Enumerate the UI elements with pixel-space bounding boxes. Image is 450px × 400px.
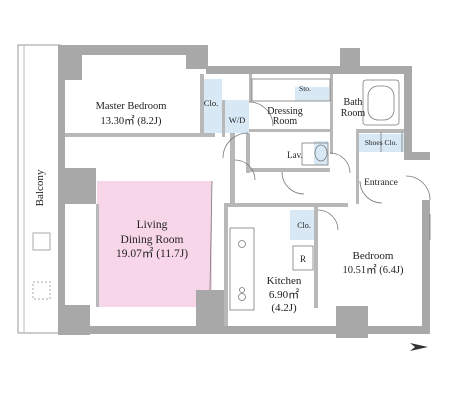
bedroom-name: Bedroom	[353, 250, 394, 262]
dressing-room-name-line2: Room	[273, 116, 298, 127]
master-bedroom-name: Master Bedroom	[96, 101, 167, 112]
entrance-name: Entrance	[364, 178, 398, 188]
kitchen-name: Kitchen	[267, 275, 302, 287]
living-room-area: 19.07㎡ (11.7J)	[116, 247, 188, 260]
shoes-closet-label: Shoes Clo.	[365, 138, 398, 147]
balcony-name: Balcony	[34, 169, 46, 206]
master-bedroom-area: 13.30㎡ (8.2J)	[101, 115, 162, 127]
bath-room-name-line1: Bath	[344, 97, 363, 108]
exterior-walls	[58, 45, 430, 338]
living-room-name-line2: Dining Room	[121, 234, 184, 246]
bedroom-area: 10.51㎡ (6.4J)	[343, 264, 404, 276]
north-arrow-icon	[410, 343, 428, 351]
washer-dryer-label: W/D	[229, 115, 246, 125]
storage-label: Sto.	[299, 84, 311, 93]
interior-walls	[65, 74, 404, 326]
lavatory-label: Lav.	[287, 150, 303, 160]
dressing-room-name-line1: Dressing	[267, 106, 303, 117]
closet-master-label: Clo.	[204, 98, 218, 108]
fridge-label: R	[300, 254, 306, 264]
living-room-fill	[97, 181, 212, 307]
closet-bedroom-label: Clo.	[297, 221, 311, 230]
bath-room-name-line2: Room	[341, 108, 366, 119]
living-room-name-line1: Living	[137, 219, 168, 231]
kitchen-area: 6.90㎡	[269, 288, 299, 301]
kitchen-area-j: (4.2J)	[271, 302, 297, 314]
detail-lines	[209, 78, 431, 311]
closet-fills	[200, 79, 405, 240]
